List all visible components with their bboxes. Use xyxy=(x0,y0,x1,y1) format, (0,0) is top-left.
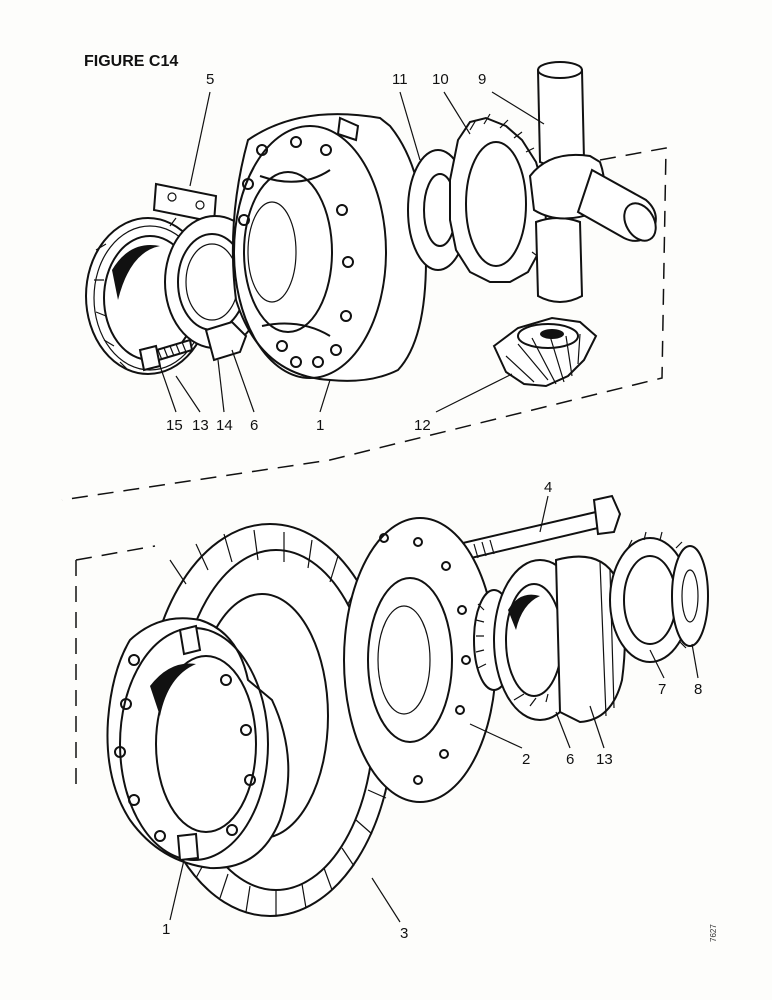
label-cap-8: 8 xyxy=(694,681,702,698)
label-bolt-4: 4 xyxy=(544,479,552,496)
upper-leader-lines xyxy=(159,91,545,413)
lower-boundary-dashes xyxy=(75,545,156,790)
differential-housing-part-1 xyxy=(231,113,428,382)
label-spider-9: 9 xyxy=(478,71,486,88)
upper-boundary-dashes xyxy=(61,147,667,501)
label-side-gear-10: 10 xyxy=(432,71,449,88)
label-flange-2: 2 xyxy=(522,751,530,768)
label-housing-1-upper: 1 xyxy=(316,417,324,434)
cap-part-8 xyxy=(671,545,709,647)
label-lock-tab-5: 5 xyxy=(206,71,214,88)
label-gear-7: 7 xyxy=(658,681,666,698)
label-thrust-washer-11: 11 xyxy=(392,71,408,88)
bolt-part-4 xyxy=(448,494,622,564)
drawing-reference-number: 7627 xyxy=(709,924,718,942)
label-bearing-6-upper: 6 xyxy=(250,417,258,434)
label-pinion-12: 12 xyxy=(414,417,431,434)
label-crown-wheel-3: 3 xyxy=(400,925,408,942)
carrier-half-part-1 xyxy=(106,617,290,870)
lower-leader-lines xyxy=(169,495,699,923)
carrier-bolt-holes xyxy=(114,654,256,842)
label-bearing-6-lower: 6 xyxy=(566,751,574,768)
label-adjusting-ring-13: 13 xyxy=(596,751,613,768)
flange-bolt-holes xyxy=(379,533,471,785)
pinion-part-12 xyxy=(492,316,598,388)
spider-part-9 xyxy=(528,61,657,303)
figure-title: FIGURE C14 xyxy=(84,53,178,70)
housing-bolt-holes xyxy=(238,136,354,368)
label-lock-plate-14: 14 xyxy=(216,417,233,434)
label-locking-screw-15: 15 xyxy=(166,417,183,434)
lock-plate-part-14 xyxy=(204,320,248,362)
label-adjusting-nut-13: 13 xyxy=(192,417,209,434)
label-carrier-half-1: 1 xyxy=(162,921,170,938)
flange-part-2 xyxy=(343,517,497,803)
